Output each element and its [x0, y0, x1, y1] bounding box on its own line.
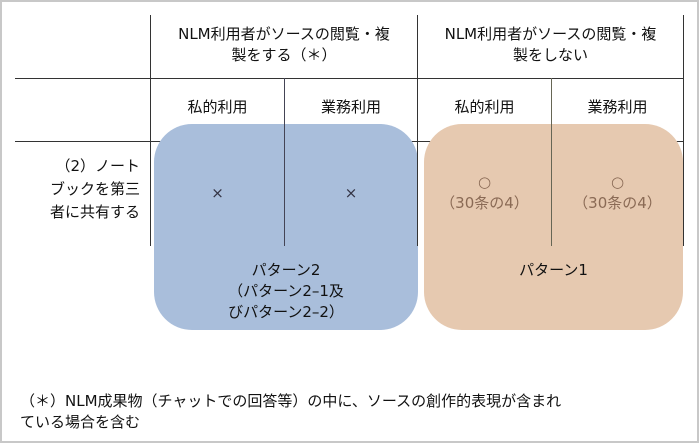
- header-line: NLM利用者がソースの閲覧・複: [444, 25, 657, 43]
- divider: [417, 15, 418, 246]
- circle-mark: ○: [477, 173, 492, 191]
- pattern-line: パターン2: [251, 261, 321, 279]
- row-label-line: ブックを第三: [49, 180, 140, 198]
- row-label-line: 者に共有する: [49, 203, 140, 221]
- divider: [15, 78, 684, 79]
- row-label: （2）ノート ブックを第三 者に共有する: [15, 155, 140, 224]
- pattern-line: （パターン2–1及: [228, 282, 344, 300]
- pattern-line: びパターン2–2）: [228, 303, 344, 321]
- divider: [551, 78, 552, 246]
- footnote-line: （＊）NLM成果物（チャットでの回答等）の中に、ソースの創作的表現が含まれ: [20, 392, 562, 410]
- cell-not-allowed: ×: [344, 184, 358, 202]
- circle-mark: ○: [610, 173, 625, 191]
- subheader-private: 私的利用: [187, 98, 248, 116]
- pattern1-label: パターン1: [519, 261, 588, 279]
- cell-not-allowed: ×: [211, 184, 224, 202]
- footnote: （＊）NLM成果物（チャットでの回答等）の中に、ソースの創作的表現が含まれ てい…: [20, 391, 561, 433]
- cell-note: （30条の4）: [573, 194, 662, 212]
- pattern2-label: パターン2 （パターン2–1及 びパターン2–2）: [154, 260, 418, 323]
- pattern1-group: [424, 124, 683, 330]
- header-col-a: NLM利用者がソースの閲覧・複 製をする（＊）: [151, 24, 417, 66]
- header-line: 製をしない: [512, 46, 588, 64]
- row-label-line: （2）ノート: [55, 157, 140, 175]
- divider: [683, 15, 684, 246]
- subheader-business: 業務利用: [587, 98, 648, 116]
- header-line: 製をする（＊）: [231, 46, 337, 64]
- subheader-private: 私的利用: [454, 98, 515, 116]
- header-col-b: NLM利用者がソースの閲覧・複 製をしない: [418, 24, 683, 66]
- subheader-business: 業務利用: [320, 98, 381, 116]
- header-line: NLM利用者がソースの閲覧・複: [178, 25, 390, 43]
- cell-allowed: ○ （30条の4）: [418, 172, 551, 214]
- cell-note: （30条の4）: [440, 194, 529, 212]
- cell-allowed: ○ （30条の4）: [552, 172, 683, 214]
- footnote-line: ている場合を含む: [20, 413, 141, 431]
- pattern2-group: [154, 124, 418, 330]
- divider: [284, 78, 285, 246]
- divider: [150, 15, 151, 246]
